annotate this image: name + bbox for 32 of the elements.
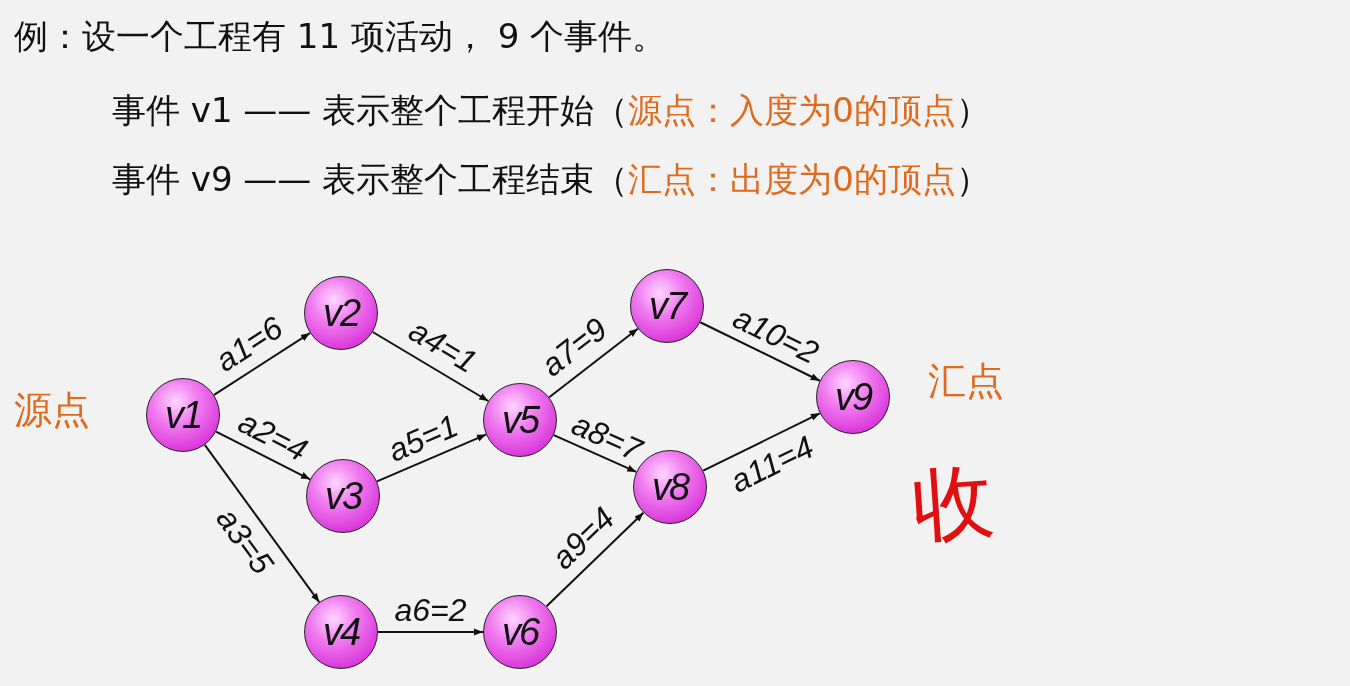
note-text: 汇点：出度为0的顶点 <box>628 158 956 201</box>
event-circle: v1 <box>146 378 220 452</box>
arrow <box>548 327 639 399</box>
event-circle: v9 <box>816 360 890 434</box>
bracket: ） <box>955 89 990 132</box>
source-label: 源点 <box>14 387 90 434</box>
handwritten-note: 收 <box>908 455 998 551</box>
description-text: 事件 v1 —— 表示整个工程开始 <box>112 89 595 132</box>
event-circle: v8 <box>633 450 707 524</box>
event-circle: v7 <box>630 269 704 343</box>
bracket: ） <box>955 158 990 201</box>
description-text: 事件 v9 —— 表示整个工程结束 <box>112 158 595 201</box>
event-circle: v4 <box>304 595 378 669</box>
arrow <box>376 433 487 483</box>
event-circle: v6 <box>483 595 557 669</box>
arrow <box>699 321 821 382</box>
event-circle: v5 <box>483 383 557 457</box>
arrow <box>371 331 490 402</box>
bracket: （ <box>594 158 629 201</box>
arrow <box>552 434 638 473</box>
arrow <box>545 511 645 608</box>
arrow <box>213 332 311 396</box>
event-circle: v3 <box>306 459 380 533</box>
arrow <box>702 412 821 472</box>
event-circle: v2 <box>304 276 378 350</box>
arrow <box>203 443 321 604</box>
note-text: 源点：入度为0的顶点 <box>628 89 956 132</box>
arrow <box>215 430 311 481</box>
example-heading: 例：设一个工程有 11 项活动， 9 个事件。 <box>14 15 667 58</box>
bracket: （ <box>594 89 629 132</box>
arrow <box>377 628 484 636</box>
sink-label: 汇点 <box>928 358 1004 405</box>
